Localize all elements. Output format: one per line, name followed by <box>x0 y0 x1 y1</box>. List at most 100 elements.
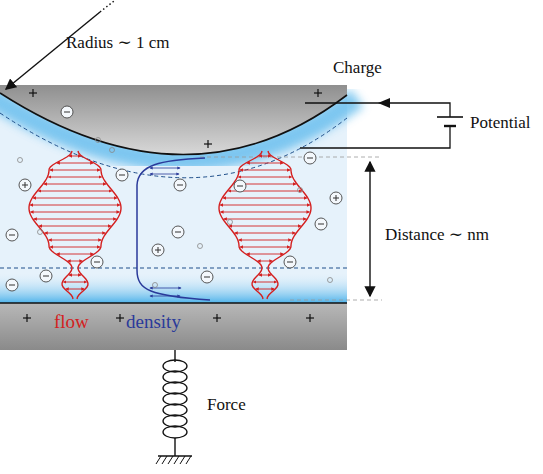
ion-symbol <box>40 270 52 282</box>
spring <box>163 360 187 372</box>
charge-symbol <box>32 89 33 97</box>
flow-arrow <box>68 261 83 262</box>
ground-symbol <box>168 456 173 464</box>
flow-arrow <box>57 163 93 164</box>
flow-arrow <box>50 247 100 248</box>
ion-symbol <box>284 256 296 268</box>
solvent-molecule <box>328 278 333 283</box>
flow-arrow <box>33 198 117 199</box>
solvent-molecule <box>38 230 43 235</box>
ion-symbol <box>318 224 324 225</box>
ion-symbol <box>158 247 159 253</box>
flow-arrow <box>223 198 307 199</box>
solvent-molecule <box>153 283 158 288</box>
flow-arrow <box>220 205 309 206</box>
ion-symbol <box>43 276 49 277</box>
flow-arrow <box>240 170 290 171</box>
ion-symbol <box>177 185 183 186</box>
flow-arrow <box>48 177 101 178</box>
flow-arrow <box>31 212 120 213</box>
flow-arrow <box>50 170 100 171</box>
ion-symbol <box>315 218 327 230</box>
ion-symbol <box>234 180 246 192</box>
solvent-molecule <box>298 188 303 193</box>
flow-arrow <box>239 240 291 241</box>
ion-symbol <box>64 112 70 113</box>
charge-symbol <box>26 314 27 322</box>
ground-symbol <box>156 456 161 464</box>
flow-arrow <box>238 177 291 178</box>
dimension-label: Distance ∼ nm <box>385 225 489 245</box>
ground-symbol <box>162 456 167 464</box>
ion-symbol <box>25 182 26 188</box>
flow-arrow <box>256 289 275 290</box>
part-label: Force <box>207 395 246 415</box>
flow-arrow <box>34 219 116 220</box>
ion-symbol <box>94 262 100 263</box>
ion-symbol <box>9 285 15 286</box>
flow-arrow <box>45 233 105 234</box>
ground-symbol <box>158 455 192 457</box>
ion-symbol <box>174 179 186 191</box>
flow-profile <box>29 151 73 299</box>
density-arrow <box>150 296 180 297</box>
flow-profile <box>219 151 263 299</box>
spring <box>163 404 187 416</box>
ion-symbol <box>91 256 103 268</box>
profile-label: flow <box>54 312 89 332</box>
flow-arrow <box>235 233 295 234</box>
flow-arrow <box>258 261 273 262</box>
spring <box>163 393 187 405</box>
spring <box>163 415 187 427</box>
ion-symbol <box>287 262 293 263</box>
ground-symbol <box>186 456 191 464</box>
ion-symbol <box>6 229 18 241</box>
ion-symbol <box>119 175 125 176</box>
ion-symbol <box>19 179 31 191</box>
flow-arrow <box>38 191 111 192</box>
flow-arrow <box>69 156 80 157</box>
flow-arrow <box>49 240 101 241</box>
flow-arrow <box>259 156 270 157</box>
ion-symbol <box>237 186 243 187</box>
solvent-molecule <box>198 244 203 249</box>
flow-arrow <box>224 219 306 220</box>
flow-arrow <box>229 226 301 227</box>
flow-profile <box>77 151 121 299</box>
ground-symbol <box>180 456 185 464</box>
ion-symbol <box>9 235 15 236</box>
charge-symbol <box>309 314 310 322</box>
spring <box>163 371 187 383</box>
ion-symbol <box>336 195 337 201</box>
flow-arrow <box>259 275 271 276</box>
profile-label: density <box>126 312 181 332</box>
ion-symbol <box>172 226 184 238</box>
flow-arrow <box>247 254 284 255</box>
spring <box>174 438 175 456</box>
spring <box>163 382 187 394</box>
ion-symbol <box>204 277 210 278</box>
ion-symbol <box>304 152 316 164</box>
ion-symbol <box>61 106 73 118</box>
flow-arrow <box>44 184 106 185</box>
ion-symbol <box>201 271 213 283</box>
flow-arrow <box>221 212 310 213</box>
spring <box>163 426 187 438</box>
ion-symbol <box>330 192 342 204</box>
ion-symbol <box>152 244 164 256</box>
density-arrow <box>150 168 180 169</box>
flow-arrow <box>253 282 276 283</box>
ion-symbol <box>6 279 18 291</box>
flow-arrow <box>66 289 85 290</box>
ion-symbol <box>307 158 313 159</box>
flow-arrow <box>240 247 290 248</box>
solvent-molecule <box>110 148 115 153</box>
charge-symbol <box>207 140 208 148</box>
flow-arrow <box>39 226 111 227</box>
flow-arrow <box>247 163 283 164</box>
ion-symbol <box>175 232 181 233</box>
flow-profile <box>267 151 311 299</box>
charge-symbol <box>317 89 318 97</box>
dimension-label: Radius ∼ 1 cm <box>66 33 170 53</box>
